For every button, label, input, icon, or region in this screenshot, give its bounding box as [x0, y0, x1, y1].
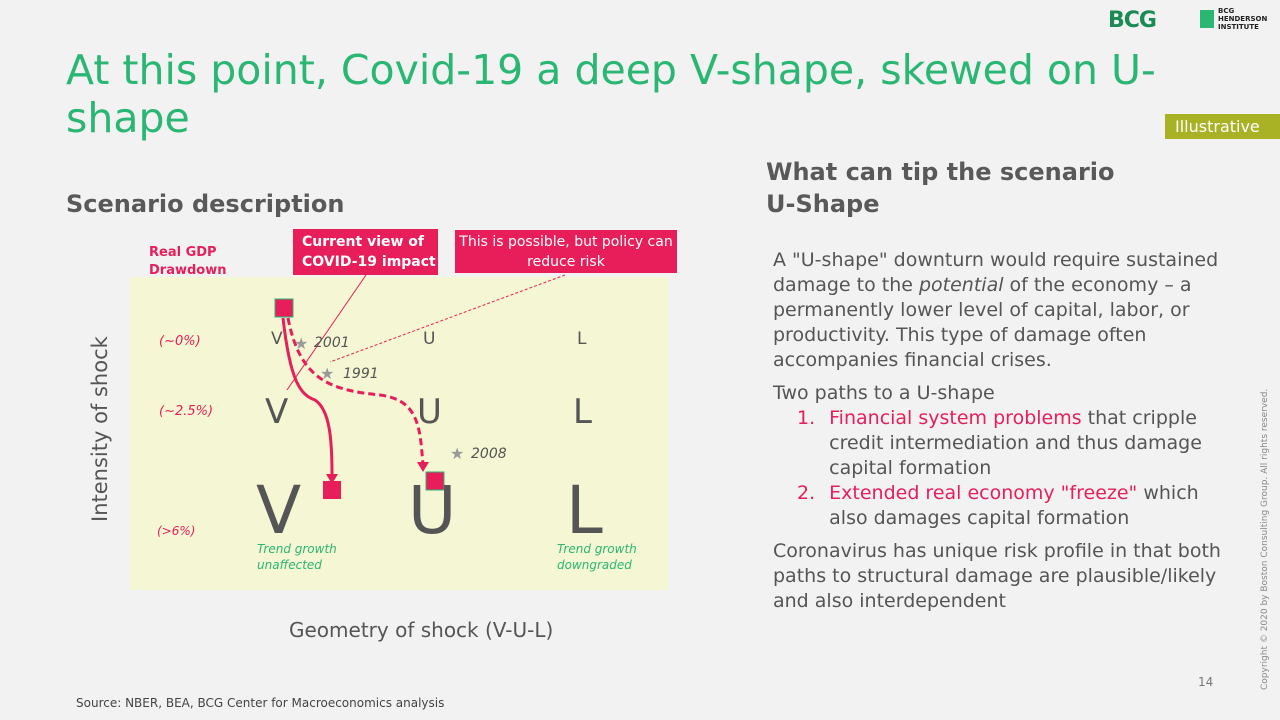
u-path: [286, 317, 425, 466]
shape-u-medium: U: [417, 392, 442, 432]
chart-paths: [274, 274, 566, 499]
list-item: 1. Financial system problems that cripple…: [797, 406, 1233, 481]
list-highlight: Financial system problems: [829, 407, 1082, 429]
year-1991: 1991: [343, 366, 379, 382]
shape-l-large: L: [566, 472, 603, 549]
shape-v-medium: V: [265, 392, 289, 432]
v-path: [281, 317, 334, 476]
callout-current-view: Current view of COVID-19 impact: [293, 229, 438, 275]
year-2008: 2008: [471, 446, 507, 462]
u-end-marker: [425, 471, 445, 491]
p1-emphasis: potential: [918, 274, 1004, 296]
copyright: Copyright © 2020 by Boston Consulting Gr…: [1260, 388, 1270, 690]
list-item: 2. Extended real economy "freeze" which a…: [797, 481, 1233, 531]
shape-u-small: U: [423, 329, 436, 349]
p1-text-rest: of the economy – a permanently lower lev…: [773, 274, 1192, 371]
right-heading: What can tip the scenario U-Shape: [766, 158, 1115, 218]
scenario-heading: Scenario description: [66, 190, 345, 218]
v-end-marker: [323, 481, 341, 499]
paths-list: 1. Financial system problems that cripple…: [773, 406, 1233, 531]
x-axis-label: Geometry of shock (V-U-L): [289, 618, 554, 642]
y-label-title: Real GDP Drawdown: [149, 245, 227, 278]
paragraph-1: A "U-shape" downturn would require susta…: [773, 248, 1233, 373]
list-text: that cripple credit intermediation and t…: [829, 407, 1202, 479]
y-axis-label: Intensity of shock: [88, 336, 112, 522]
trend-downgraded: Trend growth downgraded: [557, 542, 637, 572]
callout-policy: This is possible, but policy can reduce …: [455, 230, 677, 273]
list-number: 2.: [797, 482, 816, 504]
shape-v-small: V: [271, 329, 283, 349]
u-arrowhead: [417, 462, 429, 472]
start-marker: [274, 298, 294, 318]
source-note: Source: NBER, BEA, BCG Center for Macroe…: [76, 696, 445, 710]
illustrative-badge: Illustrative: [1165, 114, 1280, 139]
henderson-institute-logo: BCG HENDERSON INSTITUTE: [1218, 7, 1268, 31]
v-arrowhead: [326, 474, 338, 484]
bcg-logo: BCG: [1108, 8, 1157, 33]
callout2-leader: [329, 274, 566, 363]
list-text: which also damages capital formation: [829, 482, 1199, 529]
right-body: A "U-shape" downturn would require susta…: [773, 248, 1233, 622]
scenario-chart: [130, 277, 668, 590]
page-title: At this point, Covid-19 a deep V-shape, …: [66, 46, 1156, 142]
star-icon: ★: [294, 334, 309, 353]
list-number: 1.: [797, 407, 816, 429]
row-label-2: (>6%): [157, 524, 196, 538]
shape-l-small: L: [577, 329, 587, 349]
star-icon: ★: [320, 364, 335, 383]
trend-unaffected: Trend growth unaffected: [257, 542, 337, 572]
callout1-leader: [286, 274, 367, 391]
star-icon: ★: [450, 444, 465, 463]
page-number: 14: [1198, 675, 1214, 689]
list-highlight: Extended real economy "freeze": [829, 482, 1138, 504]
row-label-0: (~0%): [159, 334, 201, 349]
row-label-1: (~2.5%): [159, 404, 214, 419]
paragraph-2: Two paths to a U-shape: [773, 382, 995, 404]
shape-l-medium: L: [573, 392, 592, 432]
paragraph-3: Coronavirus has unique risk profile in t…: [773, 540, 1221, 612]
shape-u-large: U: [408, 472, 457, 549]
p1-text: A "U-shape" downturn would require susta…: [773, 249, 1219, 296]
henderson-institute-icon: [1200, 10, 1214, 28]
shape-v-large: V: [256, 472, 302, 549]
year-2001: 2001: [314, 335, 350, 351]
